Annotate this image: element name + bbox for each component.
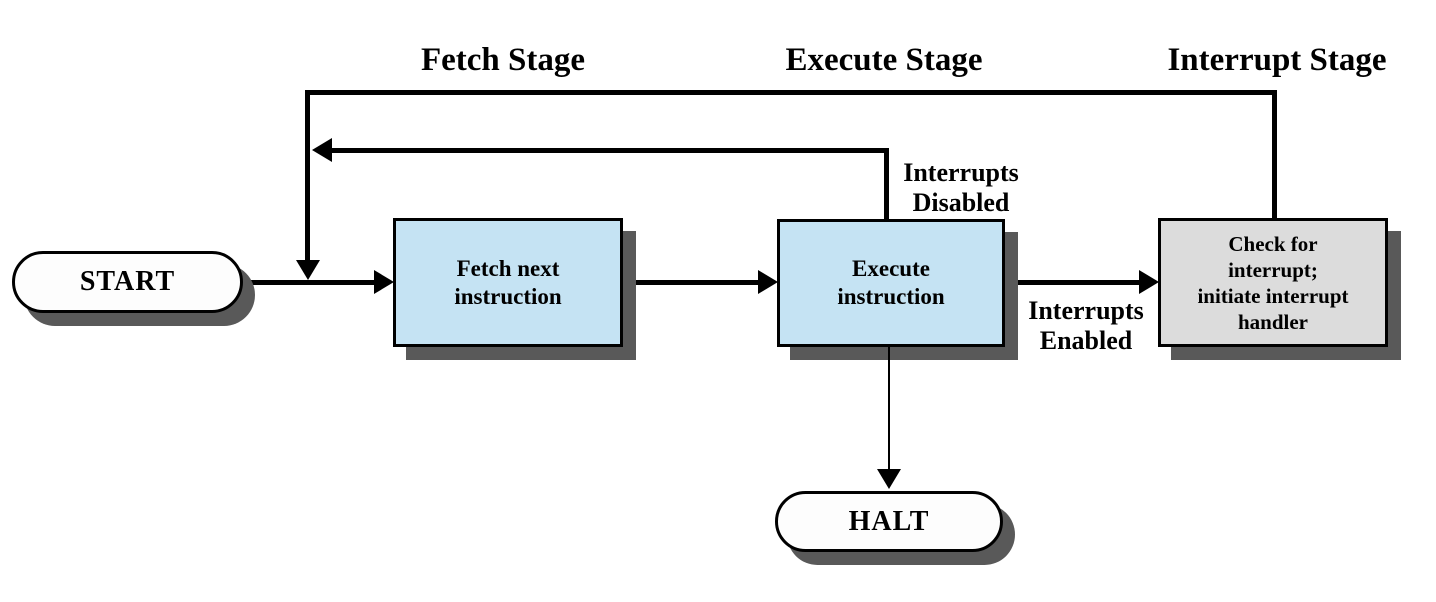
arrowhead-return-left-icon <box>312 138 332 162</box>
edge-label-interrupts-disabled: Interrupts Disabled <box>903 158 1019 217</box>
check-interrupt-label: Check for interrupt; initiate interrupt … <box>1197 231 1349 334</box>
halt-node: HALT <box>775 491 1003 552</box>
connector-interrupt-riser <box>1272 90 1277 220</box>
arrowhead-into-fetch-icon <box>374 270 394 294</box>
connector-execute-return-rail <box>330 148 889 153</box>
connector-interrupt-return-rail <box>308 90 1277 95</box>
connector-execute-riser <box>884 148 889 220</box>
stage-label-execute: Execute Stage <box>785 42 983 78</box>
arrowhead-into-halt-icon <box>877 469 901 489</box>
arrowhead-into-execute-icon <box>758 270 778 294</box>
execute-instruction-node: Execute instruction <box>777 219 1005 347</box>
fetch-next-instruction-node: Fetch next instruction <box>393 218 623 347</box>
edge-label-interrupts-enabled: Interrupts Enabled <box>1028 296 1144 355</box>
connector-execute-to-halt <box>888 345 890 472</box>
arrowhead-into-check-icon <box>1139 270 1159 294</box>
stage-label-fetch: Fetch Stage <box>420 42 586 78</box>
connector-execute-to-check <box>1003 280 1141 285</box>
connector-start-to-fetch <box>238 280 376 285</box>
check-interrupt-node: Check for interrupt; initiate interrupt … <box>1158 218 1388 347</box>
connector-merge-drop <box>305 90 310 262</box>
execute-instruction-label: Execute instruction <box>837 256 945 309</box>
connector-fetch-to-execute <box>621 280 759 285</box>
arrowhead-merge-down-icon <box>296 260 320 280</box>
halt-node-label: HALT <box>848 505 930 537</box>
fetch-next-instruction-label: Fetch next instruction <box>454 255 562 309</box>
start-node: START <box>12 251 243 313</box>
stage-label-interrupt: Interrupt Stage <box>1167 42 1387 78</box>
start-node-label: START <box>79 266 176 297</box>
